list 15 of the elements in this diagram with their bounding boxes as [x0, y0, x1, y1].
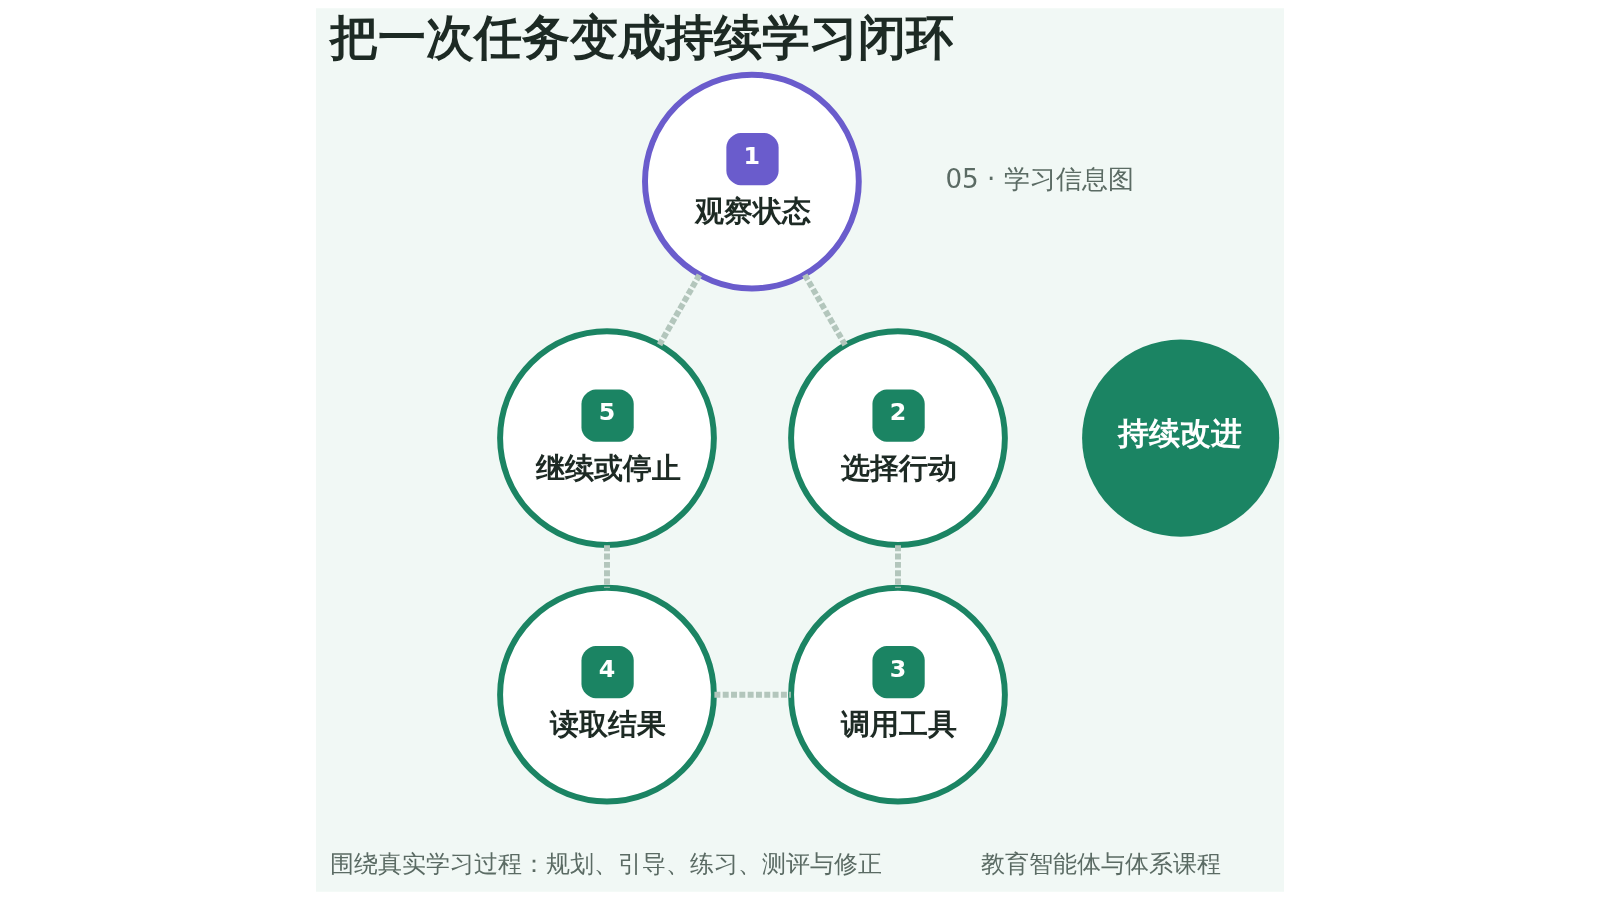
node-circle: 持续改进 — [1082, 339, 1280, 537]
label: 围绕真实学习过程：规划、引导、练习、测评与修正 — [330, 849, 883, 878]
connector — [604, 545, 610, 588]
connector — [802, 273, 848, 347]
node-circle: 4 读取结果 — [497, 584, 717, 805]
node-circle: 2 选择行动 — [788, 328, 1008, 548]
connector — [657, 273, 702, 347]
connector — [714, 691, 791, 698]
node-circle: 5 继续或停止 — [497, 328, 717, 548]
node-circle: 3 调用工具 — [788, 584, 1008, 805]
label: 教育智能体与体系课程 — [980, 849, 1221, 878]
connector — [895, 545, 901, 588]
node-circle: 1 观察状态 — [642, 71, 862, 292]
label: 05 · 学习信息图 — [945, 164, 1134, 195]
diagram-title: 把一次任务变成持续学习闭环 — [330, 10, 955, 66]
